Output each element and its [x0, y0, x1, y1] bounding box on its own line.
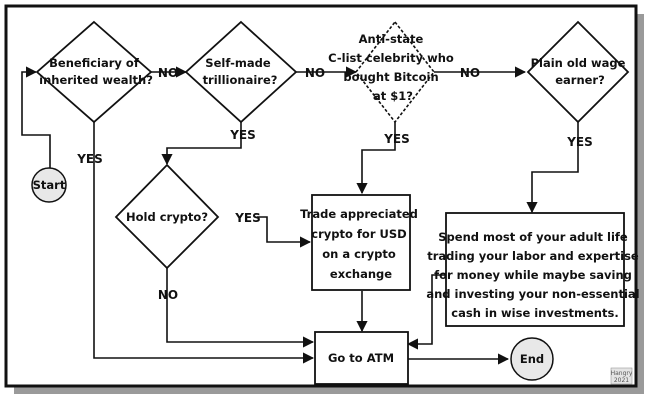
- watermark-line-1: Hangry: [611, 370, 633, 377]
- node-spend-text: Spend most of your adult life trading yo…: [426, 230, 643, 320]
- label-yes-wage: YES: [566, 135, 593, 149]
- edge-hold-to-atm: [166, 268, 315, 348]
- node-spend-box: [445, 212, 625, 327]
- node-wage-earner-text: Plain old wage earner?: [531, 56, 630, 87]
- label-no-hold: NO: [158, 288, 178, 302]
- node-end: [510, 337, 554, 381]
- label-yes-inherited: YES: [76, 152, 103, 166]
- node-atm-text: Go to ATM: [328, 351, 394, 365]
- edge-hold-to-trade: [257, 216, 312, 248]
- label-no-1: NO: [158, 66, 178, 80]
- node-start: [31, 167, 67, 203]
- node-antistate-diamond: [354, 20, 436, 124]
- node-antistate-text: Anti-state C-list celebrity who bought B…: [328, 32, 458, 103]
- node-trade-text: Trade appreciated crypto for USD on a cr…: [300, 207, 422, 281]
- label-yes-hold: YES: [234, 211, 261, 225]
- node-trillionaire-diamond: [184, 20, 298, 124]
- node-atm-box: [314, 331, 409, 385]
- edge-antistate-to-trade: [356, 122, 396, 195]
- node-hold-crypto-text: Hold crypto?: [126, 210, 208, 224]
- edge-spend-to-atm: [406, 274, 445, 350]
- node-start-label: Start: [33, 178, 66, 192]
- edge-inherited-to-atm: [93, 122, 315, 364]
- node-trillionaire-text: Self-made trillionaire?: [203, 56, 278, 87]
- edge-wage-to-spend: [526, 122, 579, 214]
- edge-trillionaire-to-hold: [161, 122, 242, 166]
- node-hold-crypto-diamond: [114, 163, 220, 270]
- label-no-2: NO: [305, 66, 325, 80]
- label-yes-trillionaire: YES: [229, 128, 256, 142]
- node-trade-box: [311, 194, 411, 291]
- edge-start-to-inherited: [21, 66, 51, 168]
- node-end-label: End: [520, 352, 544, 366]
- watermark-line-2: 2021: [614, 377, 629, 384]
- label-no-3: NO: [460, 66, 480, 80]
- watermark-badge: [610, 367, 633, 385]
- node-inherited-wealth-text: Beneficiary of inherited wealth?: [39, 56, 153, 87]
- label-yes-antistate: YES: [383, 132, 410, 146]
- node-inherited-wealth-diamond: [35, 20, 153, 124]
- node-wage-earner-diamond: [526, 20, 630, 124]
